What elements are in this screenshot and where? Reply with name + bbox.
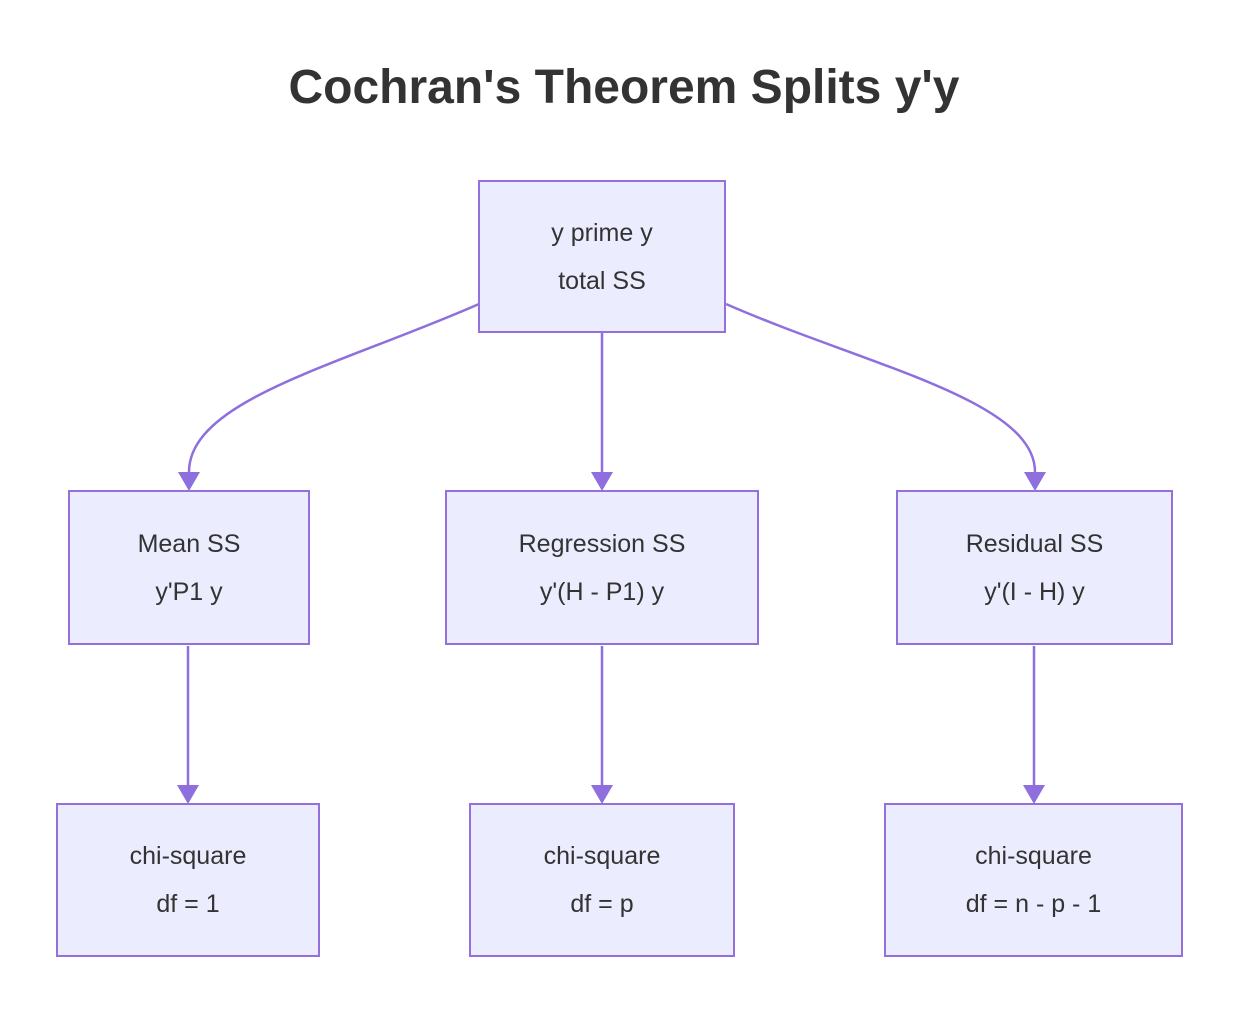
node-residual-ss-line2: y'(I - H) y [984,577,1085,606]
edge-total-to-residual [725,302,1037,473]
node-total-ss-line1: y prime y [551,218,653,247]
edge-total-to-mean [187,302,480,473]
node-mean-ss-line1: Mean SS [137,529,241,558]
arrowhead-regression-to-chi [591,785,613,804]
node-chi-square-mean-line2: df = 1 [156,890,220,918]
node-chi-square-residual: chi-square df = n - p - 1 [884,803,1183,957]
node-chi-square-residual-line2: df = n - p - 1 [965,890,1102,918]
node-regression-ss: Regression SS y'(H - P1) y [445,490,759,645]
node-regression-ss-line2: y'(H - P1) y [539,577,665,606]
node-total-ss-line2: total SS [558,266,646,295]
diagram-title: Cochran's Theorem Splits y'y [288,61,960,114]
node-residual-ss-line1: Residual SS [965,529,1104,558]
node-residual-ss: Residual SS y'(I - H) y [896,490,1173,645]
arrowhead-mean-to-chi [177,785,199,804]
node-chi-square-regression-line1: chi-square [543,842,661,870]
arrowhead-total-to-residual [1024,472,1046,491]
node-chi-square-residual-line1: chi-square [975,842,1092,870]
node-mean-ss-line2: y'P1 y [155,577,223,606]
node-chi-square-mean: chi-square df = 1 [56,803,320,957]
node-chi-square-regression-line2: df = p [570,890,634,918]
node-chi-square-regression: chi-square df = p [469,803,735,957]
arrowhead-total-to-mean [178,472,200,491]
node-chi-square-mean-line1: chi-square [129,842,247,870]
node-mean-ss: Mean SS y'P1 y [68,490,310,645]
node-regression-ss-line1: Regression SS [518,529,686,558]
node-total-ss: y prime y total SS [478,180,726,333]
arrowhead-residual-to-chi [1023,785,1045,804]
arrowhead-total-to-regression [591,472,613,491]
